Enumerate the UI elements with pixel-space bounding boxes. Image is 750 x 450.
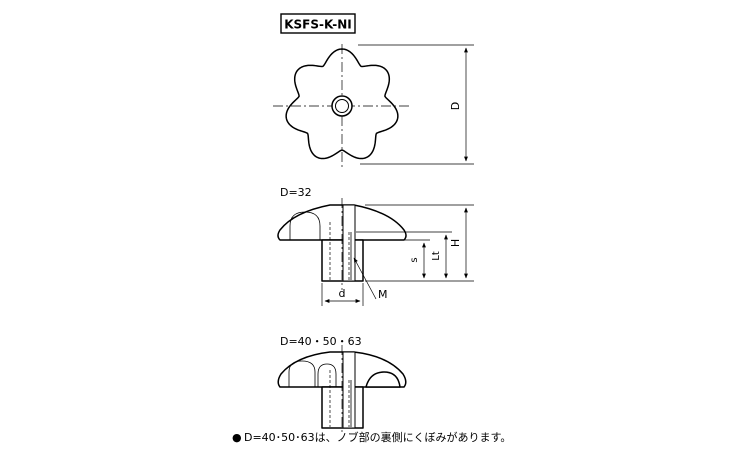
underside-recess	[365, 371, 401, 388]
dim-label-m: M	[378, 288, 388, 301]
section-view-d40-50-63: D=40・50・63	[277, 335, 407, 432]
product-code: KSFS-K-NI	[284, 18, 352, 32]
dim-label-d-bore: d	[339, 287, 346, 300]
section-title-d40-50-63: D=40・50・63	[280, 335, 362, 348]
note: ● D=40･50･63は、ノブ部の裏側にくぼみがあります。	[232, 430, 511, 444]
product-code-box: KSFS-K-NI	[280, 13, 356, 34]
insert-hole-inner	[335, 99, 349, 113]
dim-label-d-top: D	[449, 102, 462, 110]
note-bullet: ●	[232, 431, 242, 444]
dim-label-s: s	[409, 257, 420, 262]
dim-label-h: H	[449, 239, 462, 247]
note-text: D=40･50･63は、ノブ部の裏側にくぼみがあります。	[244, 430, 511, 444]
section-view-d32: D=32 H Lt s d M	[277, 186, 474, 306]
section-title-d32: D=32	[280, 186, 312, 199]
top-view: D	[273, 44, 474, 168]
dim-label-lt: Lt	[431, 251, 442, 261]
